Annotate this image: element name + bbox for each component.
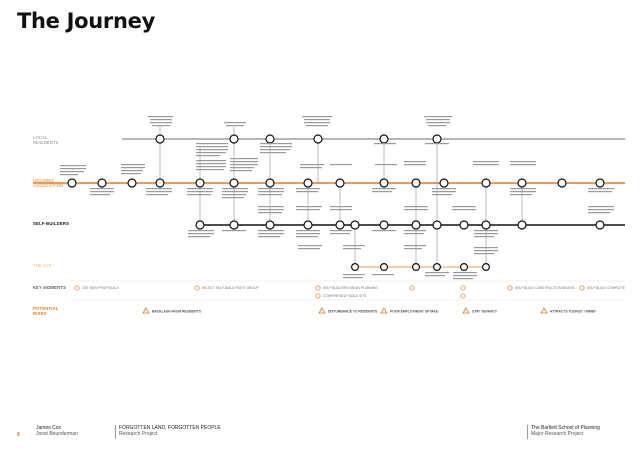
- node-ha-16: [595, 178, 605, 188]
- key-moment-label: SELF BUILD CONSTRUCTION BEGINS: [515, 286, 576, 290]
- node-clt-4: [433, 263, 442, 272]
- key-moment-marker-5: [409, 285, 415, 291]
- node-ha-10: [379, 178, 389, 188]
- page-title: The Journey: [17, 9, 155, 33]
- node-sb-12: [517, 220, 527, 230]
- node-sb-9: [432, 220, 442, 230]
- node-local-3: [265, 134, 275, 144]
- node-ha-4: [155, 178, 165, 188]
- key-moment-marker-3: [315, 285, 321, 291]
- node-ha-13: [481, 178, 491, 188]
- footer-school-sub: Major Research Project: [531, 431, 584, 437]
- key-moment-label: SELF BUILDERS BEGIN PLANNING: [323, 286, 378, 290]
- node-ha-8: [303, 178, 313, 188]
- risk-label: BACKLASH FROM RESIDENTS: [152, 310, 202, 314]
- key-moment-marker-1: [74, 285, 80, 291]
- node-local-5: [379, 134, 389, 144]
- node-sb-13: [595, 220, 605, 230]
- node-local-4: [313, 134, 323, 144]
- lane-label-clt: THE CLT: [33, 263, 52, 268]
- lane-label-potential-risks: POTENTIAL RISKS: [33, 306, 59, 316]
- footer-project: FORGOTTEN LAND, FORGOTTEN PEOPLE Researc…: [119, 425, 221, 437]
- key-moment-marker-9: [579, 285, 585, 291]
- key-moment-label: SELECT SELF BUILD RIGHT GROUP: [202, 286, 259, 290]
- key-moment-marker-7: [460, 293, 466, 299]
- warning-icon: [540, 307, 548, 314]
- node-local-2: [229, 134, 239, 144]
- warning-icon: [380, 307, 388, 314]
- node-clt-6: [482, 263, 491, 272]
- node-ha-6: [229, 178, 239, 188]
- warning-icon: [142, 307, 150, 314]
- node-clt-3: [412, 263, 421, 272]
- key-moment-marker-2: [194, 285, 200, 291]
- footer-school: The Bartlett School of Planning Major Re…: [531, 425, 600, 437]
- node-sb-7: [379, 220, 389, 230]
- key-moment-marker-8: [507, 285, 513, 291]
- risk-label: DISTURBANCE TO RESIDENTS: [328, 310, 378, 314]
- lane-label-key-moments: KEY MOMENTS: [33, 285, 67, 290]
- footer-author-2: Joost Beunderman: [36, 431, 78, 437]
- node-ha-2: [97, 178, 107, 188]
- key-moment-marker-6: [460, 285, 466, 291]
- footer-divider: [527, 425, 528, 439]
- key-moment-label: GET NEW PROPOSALS: [82, 286, 119, 290]
- risk-label: POOR EMPLOYMENT UPTAKE: [390, 310, 439, 314]
- node-ha-3: [127, 178, 137, 188]
- node-sb-5: [335, 220, 345, 230]
- footer-project-title: FORGOTTEN LAND, FORGOTTEN PEOPLE: [119, 425, 221, 431]
- node-ha-12: [439, 178, 449, 188]
- lane-label-self-builders: SELF-BUILDERS: [33, 221, 70, 226]
- node-sb-2: [229, 220, 239, 230]
- key-moment-marker-4: [315, 293, 321, 299]
- node-sb-1: [195, 220, 205, 230]
- node-ha-5: [195, 178, 205, 188]
- node-clt-1: [351, 263, 360, 272]
- node-sb-6: [350, 220, 360, 230]
- node-sb-8: [411, 220, 421, 230]
- footer-author-1: James Cox: [36, 425, 62, 431]
- key-moment-label: SELF BUILD COMPLETE: [587, 286, 626, 290]
- node-ha-9: [335, 178, 345, 188]
- node-clt-2: [380, 263, 389, 272]
- footer-project-type: Research Project: [119, 431, 158, 437]
- node-sb-3: [265, 220, 275, 230]
- node-local-1: [155, 134, 165, 144]
- warning-icon: [462, 307, 470, 314]
- footer-authors: James Cox Joost Beunderman: [36, 425, 78, 437]
- node-ha-1: [67, 178, 77, 188]
- key-moment-label: CONFIRM SELF BUILD SITE: [323, 294, 367, 298]
- lane-label-housing-association: HOUSING ASSOCIATION: [33, 178, 64, 188]
- node-clt-5: [460, 263, 469, 272]
- page-number: 8: [17, 432, 20, 438]
- warning-icon: [318, 307, 326, 314]
- node-ha-7: [265, 178, 275, 188]
- node-ha-14: [517, 178, 527, 188]
- node-local-6: [432, 134, 442, 144]
- node-ha-15: [557, 178, 567, 188]
- node-sb-11: [481, 220, 491, 230]
- footer-divider: [115, 425, 116, 439]
- risk-label: ATTRACTS TOURIST / NIMBY: [550, 310, 597, 314]
- risk-label: STAY TENANCY: [472, 310, 498, 314]
- node-ha-11: [411, 178, 421, 188]
- node-sb-10: [459, 220, 469, 230]
- footer-school-name: The Bartlett School of Planning: [531, 425, 600, 431]
- node-sb-4: [303, 220, 313, 230]
- lane-label-local-residents: LOCAL RESIDENTS: [33, 135, 59, 145]
